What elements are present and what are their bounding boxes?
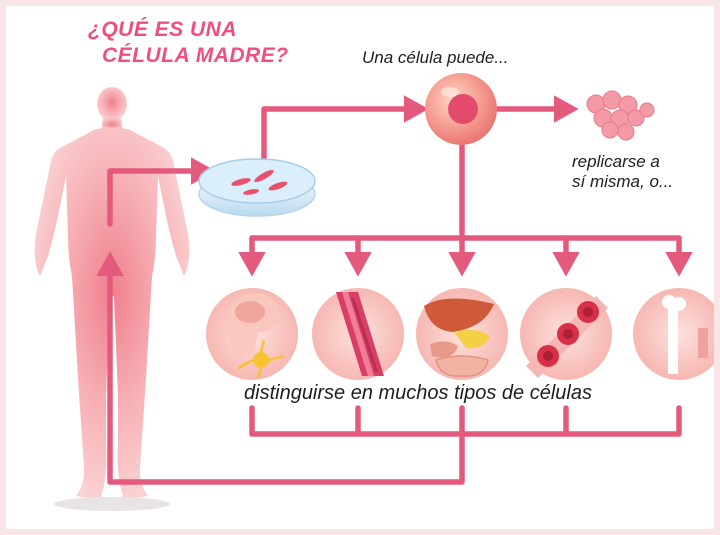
return-arrow-to-body: [96, 251, 465, 485]
arrow-body-to-dish: [107, 157, 216, 227]
body-shadow: [54, 497, 170, 511]
title-line-1: ¿QUÉ ES UNA: [88, 18, 238, 41]
return-bracket: [249, 405, 682, 437]
caption-differentiate: distinguirse en muchos tipos de células: [244, 382, 592, 404]
stem-cell: [425, 73, 497, 145]
caption-cell-can: Una célula puede...: [362, 48, 509, 67]
petri-dish: [198, 158, 316, 217]
human-body-silhouette: [34, 87, 190, 500]
brain-nerve-cell: [206, 288, 298, 380]
caption-replicate-line-2: sí misma, o...: [572, 172, 674, 191]
stem-cell-diagram: [34, 73, 714, 511]
digestive-organs: [416, 288, 508, 380]
replicated-cells-cluster: [586, 90, 655, 141]
arrow-dish-to-cell: [261, 95, 429, 169]
bone-cell: [633, 288, 714, 380]
title-line-2: CÉLULA MADRE?: [102, 44, 289, 67]
infographic-canvas: ¿QUÉ ES UNA CÉLULA MADRE? Una célula pue…: [6, 6, 714, 529]
blood-cells: [520, 288, 612, 380]
caption-replicate-line-1: replicarse a: [572, 152, 660, 171]
muscle-cell: [312, 288, 404, 380]
